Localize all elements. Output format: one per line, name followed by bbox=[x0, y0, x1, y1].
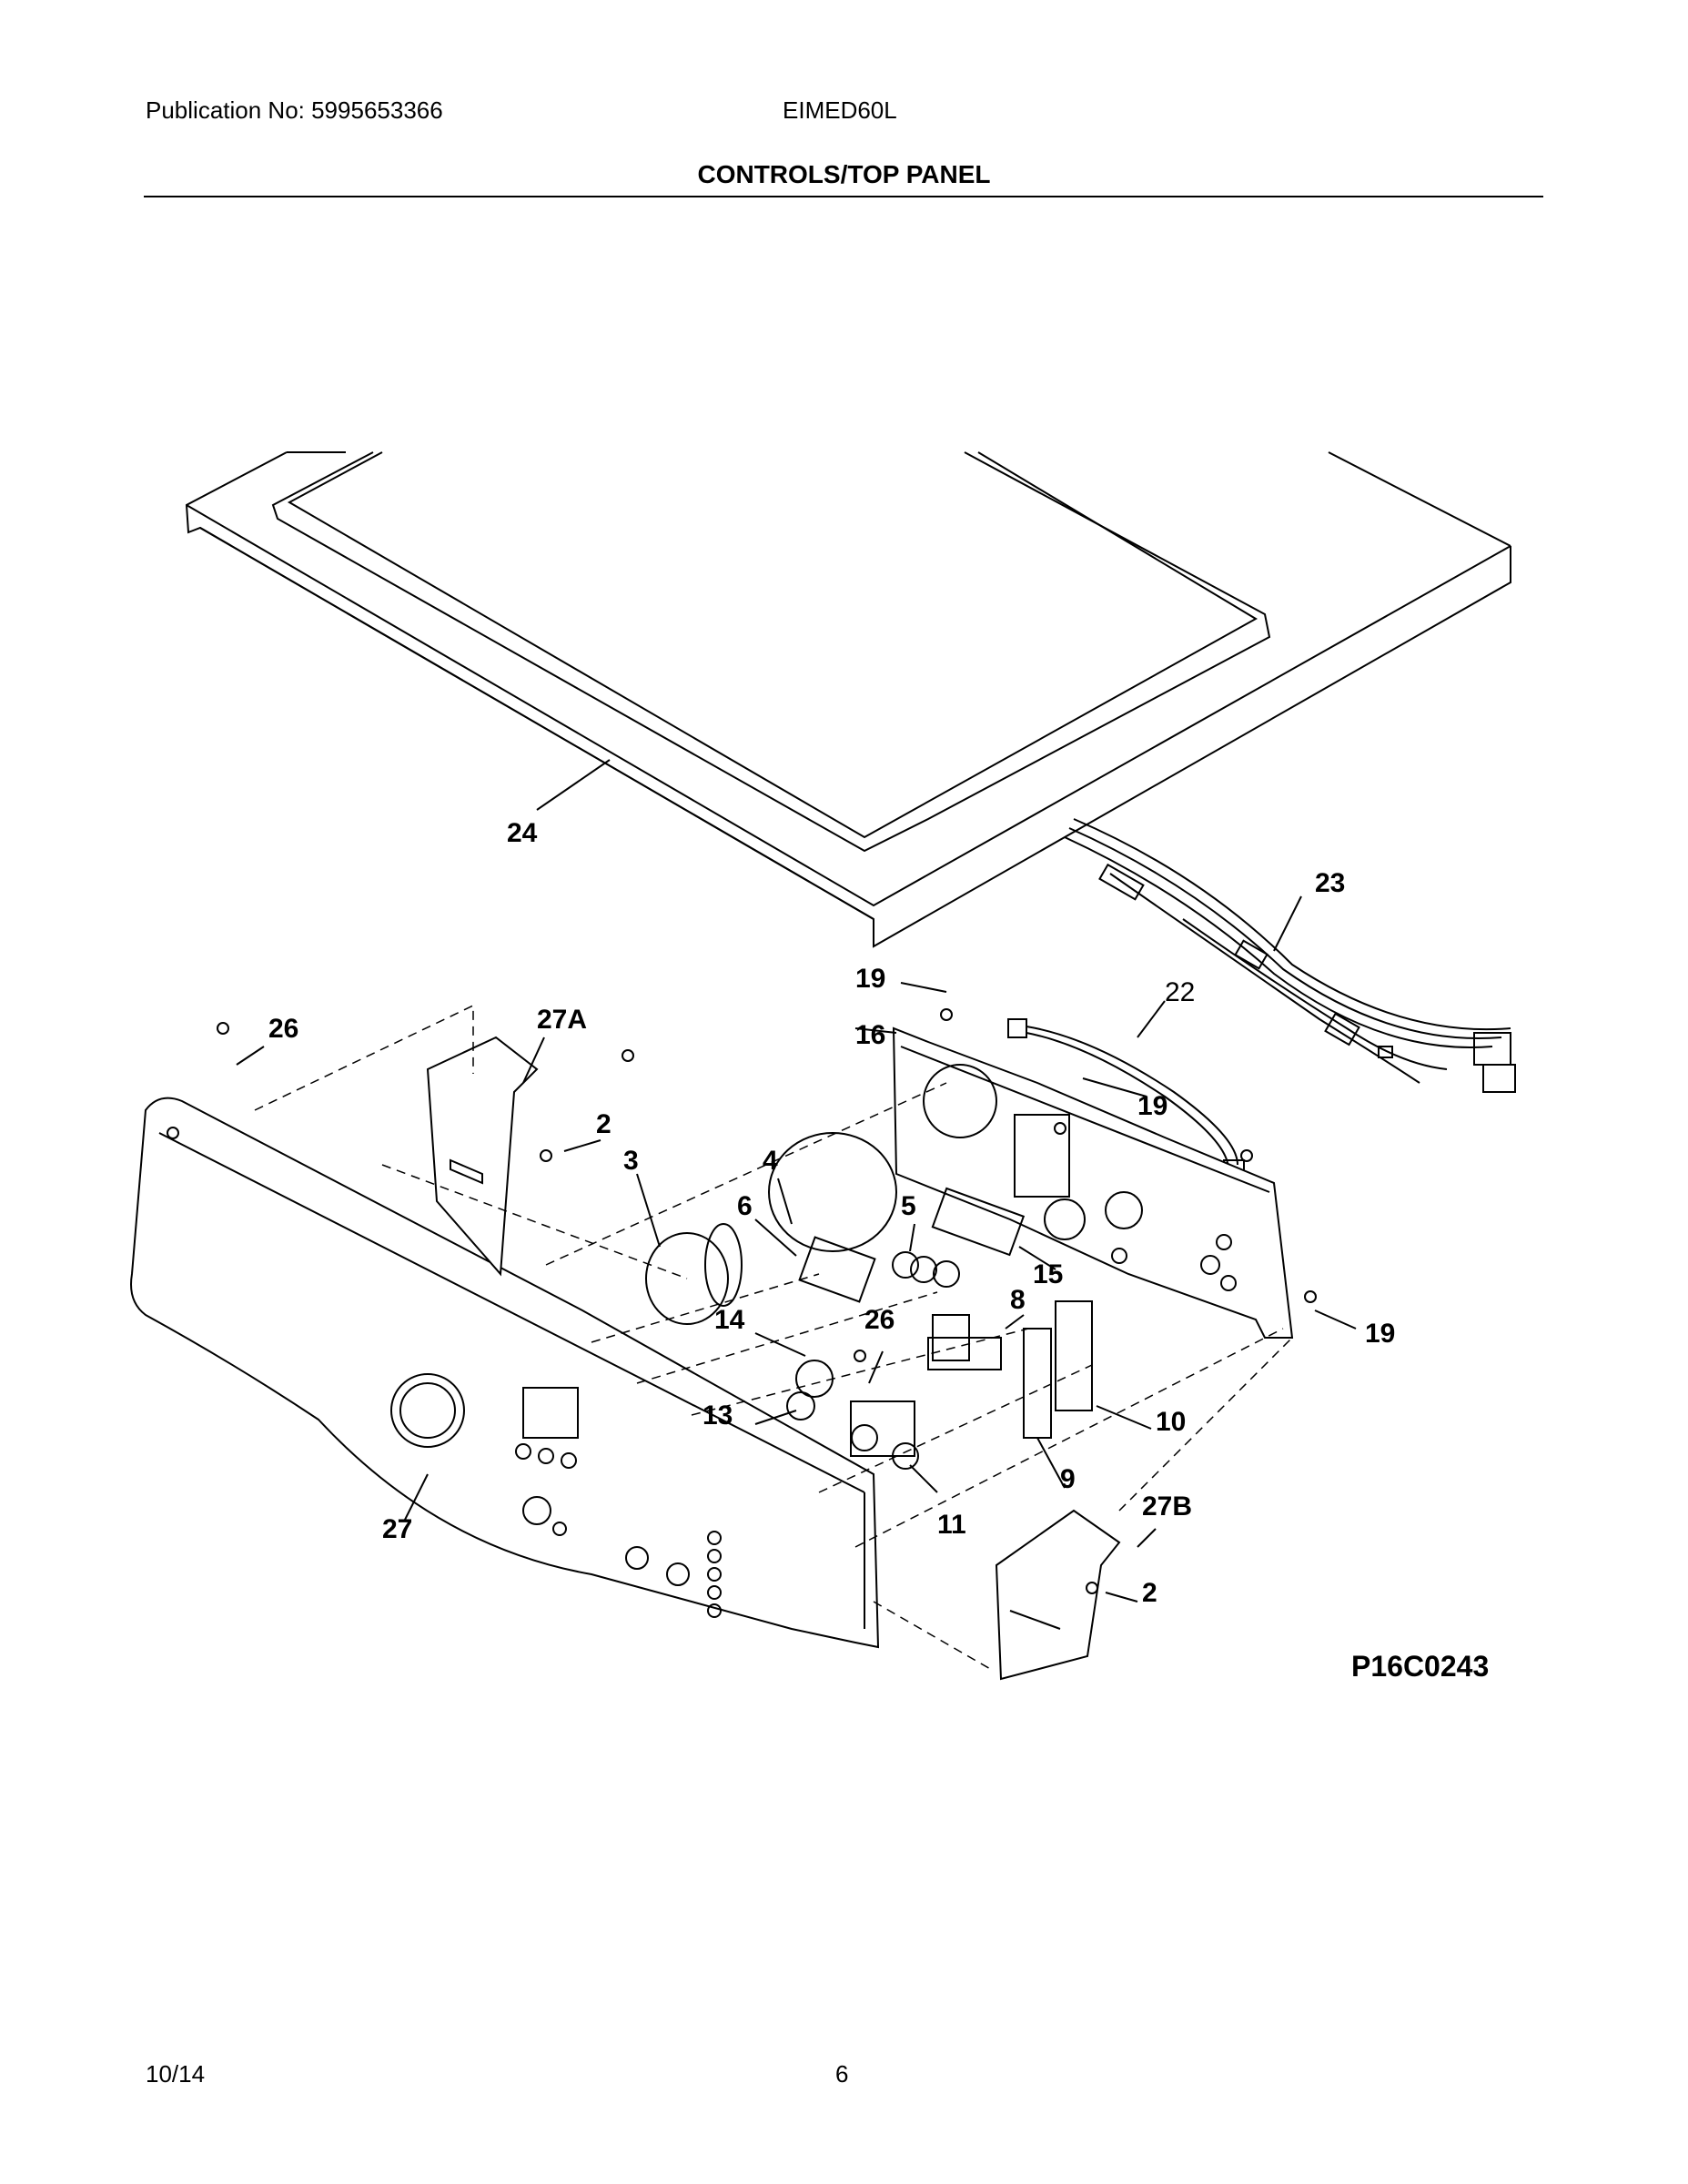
model-number: EIMED60L bbox=[783, 96, 897, 124]
page-number: 6 bbox=[835, 2060, 849, 2088]
callout-10: 10 bbox=[1156, 1407, 1186, 1437]
callout-26-left: 26 bbox=[268, 1014, 298, 1044]
callout-2-lower: 2 bbox=[1142, 1578, 1157, 1608]
top-panel-drawing bbox=[185, 451, 1511, 948]
publication-number: Publication No: 5995653366 bbox=[146, 96, 443, 124]
page-title: CONTROLS/TOP PANEL bbox=[697, 160, 991, 188]
footer-date: 10/14 bbox=[146, 2060, 206, 2088]
callout-11: 11 bbox=[937, 1510, 966, 1540]
control-board-drawing bbox=[892, 1026, 1294, 1339]
callout-24: 24 bbox=[507, 818, 538, 848]
wire-22-drawing bbox=[1007, 1018, 1245, 1179]
callout-19-right: 19 bbox=[1365, 1319, 1395, 1349]
callout-19-middle: 19 bbox=[1137, 1091, 1167, 1121]
bracket-drawings bbox=[426, 1036, 1121, 1681]
callout-9: 9 bbox=[1060, 1464, 1076, 1494]
callout-5: 5 bbox=[901, 1191, 916, 1221]
console-panel-drawing bbox=[130, 1097, 880, 1649]
callout-13: 13 bbox=[702, 1400, 733, 1431]
callout-4: 4 bbox=[763, 1146, 778, 1176]
callout-27: 27 bbox=[382, 1514, 412, 1544]
callout-22: 22 bbox=[1165, 977, 1195, 1007]
header-rule bbox=[144, 196, 1543, 197]
callout-19-top: 19 bbox=[855, 964, 885, 994]
callout-14: 14 bbox=[714, 1305, 745, 1335]
callout-26-center: 26 bbox=[864, 1305, 895, 1335]
callout-15: 15 bbox=[1033, 1259, 1063, 1289]
callout-3: 3 bbox=[623, 1146, 639, 1176]
diagram-code: P16C0243 bbox=[1351, 1650, 1489, 1683]
alignment-lines bbox=[254, 1004, 1293, 1671]
callout-2-upper: 2 bbox=[596, 1109, 612, 1139]
callout-27a: 27A bbox=[537, 1005, 587, 1035]
wire-harness-drawing bbox=[1064, 818, 1516, 1093]
callout-27b: 27B bbox=[1142, 1491, 1192, 1522]
callout-16: 16 bbox=[855, 1020, 885, 1050]
callout-6: 6 bbox=[737, 1191, 753, 1221]
callout-8: 8 bbox=[1010, 1285, 1026, 1315]
callout-23: 23 bbox=[1315, 868, 1345, 898]
leader-lines bbox=[236, 759, 1357, 1603]
